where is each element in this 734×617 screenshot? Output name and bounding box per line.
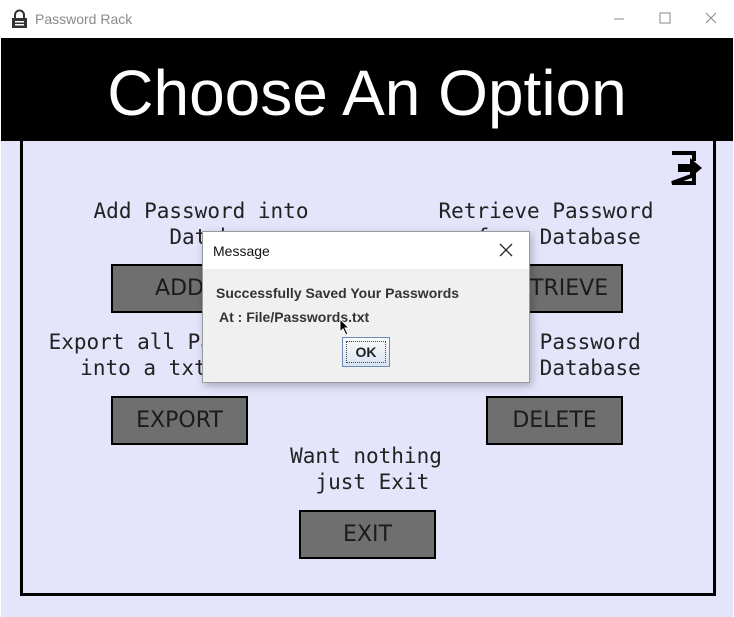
mouse-pointer-icon xyxy=(339,318,351,336)
minimize-icon xyxy=(614,18,624,20)
close-icon xyxy=(705,12,717,24)
dialog-title: Message xyxy=(213,243,270,259)
delete-button[interactable]: DELETE xyxy=(486,396,623,445)
dialog-message: Successfully Saved Your Passwords xyxy=(216,285,460,301)
maximize-button[interactable] xyxy=(642,0,688,38)
panel-border xyxy=(20,141,716,596)
ok-button[interactable]: OK xyxy=(342,337,390,367)
window-titlebar[interactable]: Password Rack xyxy=(0,0,734,38)
window-title: Password Rack xyxy=(35,11,133,27)
dialog-file-path: At : File/Passwords.txt xyxy=(219,309,370,325)
minimize-button[interactable] xyxy=(596,0,642,38)
export-button[interactable]: EXPORT xyxy=(111,396,248,445)
exit-button[interactable]: EXIT xyxy=(299,510,436,559)
exit-description: Want nothing just Exit xyxy=(290,444,442,494)
maximize-icon xyxy=(659,12,671,24)
logout-icon[interactable] xyxy=(668,149,706,187)
page-title: Choose An Option xyxy=(107,57,627,129)
dialog-titlebar[interactable]: Message xyxy=(203,232,529,269)
header-banner: Choose An Option xyxy=(1,38,733,141)
lock-icon xyxy=(12,9,27,28)
close-icon[interactable] xyxy=(497,241,515,259)
retrieve-description: Retrieve Password from Database xyxy=(438,199,654,249)
close-button[interactable] xyxy=(688,0,734,38)
message-dialog: Message Successfully Saved Your Password… xyxy=(202,231,530,383)
